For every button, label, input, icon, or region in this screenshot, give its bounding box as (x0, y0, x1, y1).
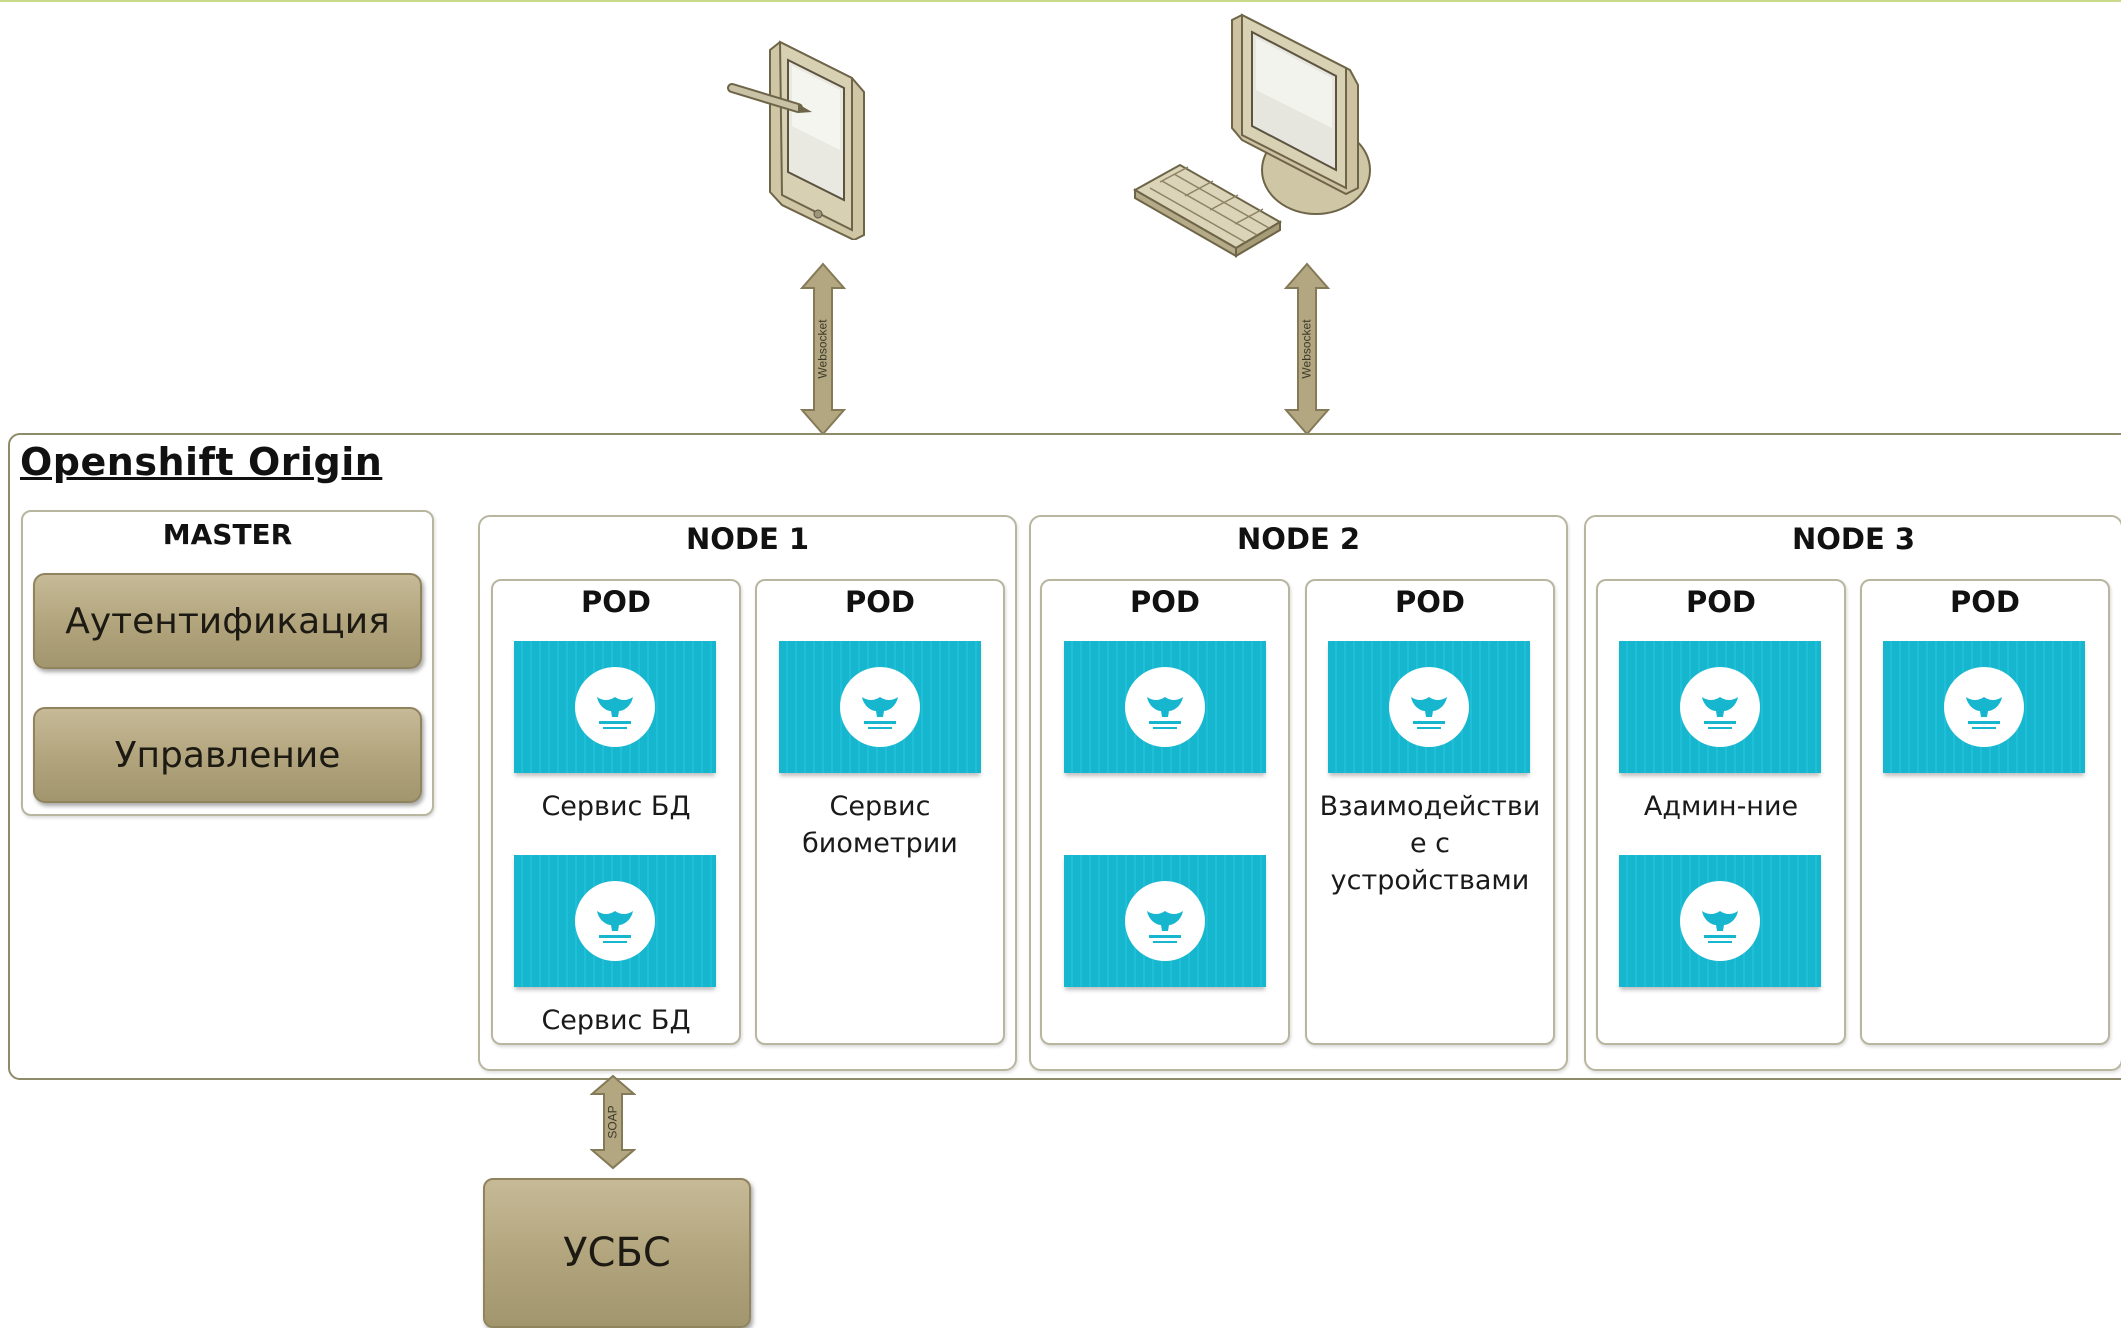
websocket-connector-tablet: Websocket (799, 262, 847, 436)
service-label-db-1: Сервис БД (541, 791, 691, 822)
node-1-title: NODE 1 (685, 522, 810, 556)
container-icon (779, 641, 981, 773)
container-icon (514, 855, 716, 987)
service-label-db-2: Сервис БД (541, 1005, 691, 1036)
container-icon (514, 641, 716, 773)
pod-title: POD (1950, 585, 2020, 619)
websocket-connector-desktop: Websocket (1283, 262, 1331, 436)
soap-connector: SOAP (589, 1074, 637, 1170)
usbs-external-system: УСБС (483, 1178, 751, 1328)
desktop-computer-icon (1130, 10, 1390, 260)
pod-title: POD (581, 585, 651, 619)
top-border-line (0, 0, 2121, 2)
container-icon (1883, 641, 2085, 773)
websocket-label: Websocket (1300, 319, 1315, 379)
container-icon (1064, 855, 1266, 987)
container-icon (1064, 641, 1266, 773)
authentication-component: Аутентификация (33, 573, 422, 669)
service-label-biometrics: Сервис биометрии (802, 791, 958, 859)
container-icon (1328, 641, 1530, 773)
master-title: MASTER (162, 518, 293, 551)
service-label-admin: Админ-ние (1643, 791, 1799, 822)
pod-title: POD (845, 585, 915, 619)
pod-title: POD (1686, 585, 1756, 619)
pod-title: POD (1130, 585, 1200, 619)
websocket-label: Websocket (816, 319, 831, 379)
node-3-title: NODE 3 (1791, 522, 1916, 556)
container-icon (1619, 641, 1821, 773)
container-icon (1619, 855, 1821, 987)
node-2-title: NODE 2 (1236, 522, 1361, 556)
soap-label: SOAP (605, 1105, 620, 1139)
service-label-device-interaction: Взаимодействи е с устройствами (1319, 791, 1541, 896)
management-component: Управление (33, 707, 422, 803)
tablet-icon (722, 30, 872, 242)
pod-title: POD (1395, 585, 1465, 619)
cluster-title: Openshift Origin (20, 440, 383, 484)
